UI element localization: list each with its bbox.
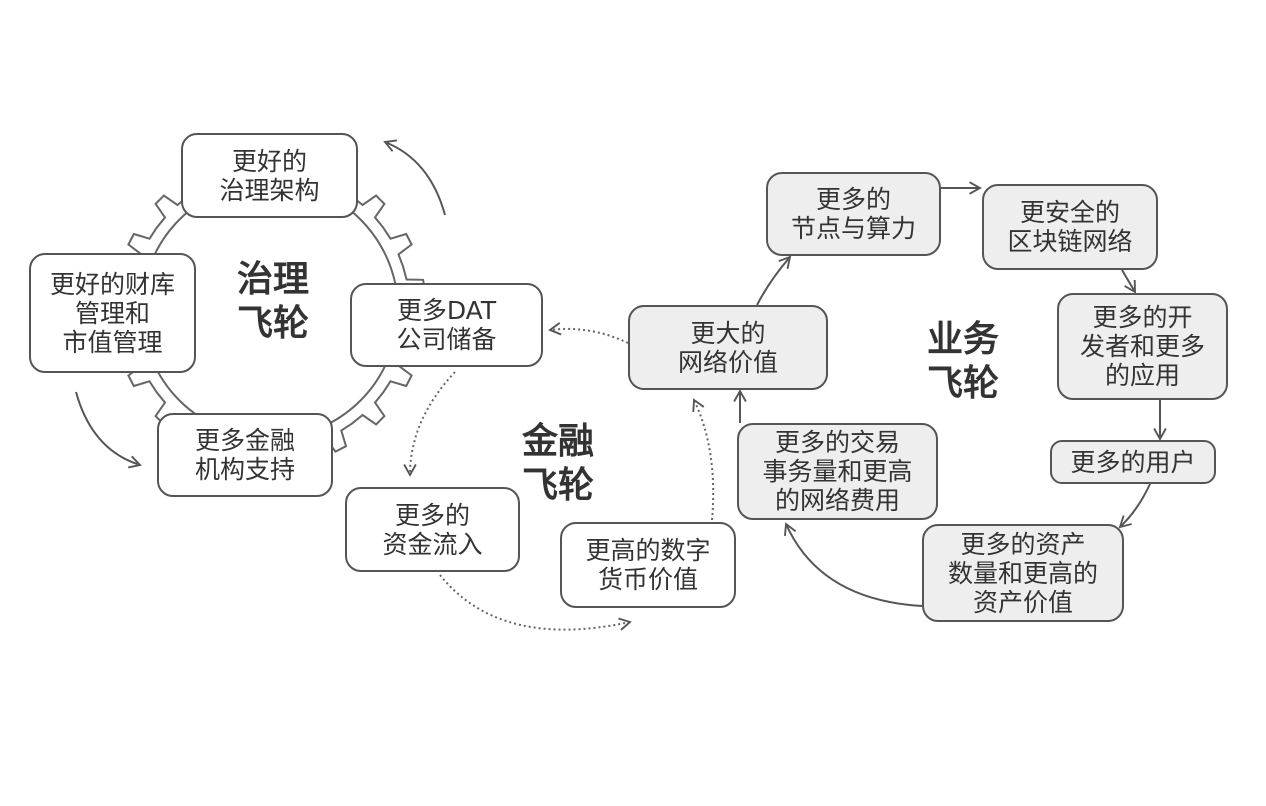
node-line: 节点与算力 (790, 214, 916, 243)
finance-arrow-capital-to-value (439, 574, 632, 631)
node-line: 更多的 (815, 185, 891, 214)
node-line: 更多DAT (396, 296, 497, 325)
node-line: 机构支持 (194, 455, 295, 484)
finance-arrow-value-to-network (692, 398, 715, 521)
node-line: 的应用 (1104, 361, 1180, 390)
finance-arrow-network-to-dat (548, 322, 629, 344)
node-line: 更好的 (231, 146, 307, 176)
node-more-institutional-support: 更多金融 机构支持 (157, 413, 333, 497)
node-line: 更好的财库 (49, 269, 175, 299)
node-line: 更安全的 (1019, 198, 1120, 227)
business-arrow-6 (784, 522, 923, 607)
node-line: 更多的 (394, 500, 470, 530)
node-greater-network-value: 更大的 网络价值 (628, 305, 828, 390)
node-line: 更大的 (690, 318, 766, 348)
node-line: 更高的数字 (585, 536, 711, 565)
node-more-users: 更多的用户 (1050, 440, 1216, 484)
node-line: 网络价值 (677, 347, 778, 377)
title-line: 飞轮 (236, 303, 309, 344)
governance-flywheel-title: 治理 飞轮 (230, 258, 316, 346)
finance-flywheel-title: 金融 飞轮 (515, 420, 601, 508)
node-line: 发者和更多 (1079, 332, 1205, 361)
business-arrow-5 (1118, 483, 1151, 529)
node-more-transactions-fees: 更多的交易 事务量和更高 的网络费用 (737, 423, 938, 520)
node-better-governance: 更好的 治理架构 (181, 133, 358, 218)
business-arrow-1 (756, 255, 792, 306)
node-line: 更多金融 (194, 426, 295, 455)
node-line: 治理架构 (219, 175, 320, 205)
node-more-developers-apps: 更多的开 发者和更多 的应用 (1057, 293, 1228, 400)
node-more-secure-blockchain: 更安全的 区块链网络 (982, 184, 1158, 270)
title-line: 飞轮 (521, 465, 594, 506)
node-line: 数量和更高的 (947, 558, 1098, 588)
node-more-nodes-compute: 更多的 节点与算力 (766, 172, 941, 256)
node-line: 更多的用户 (1070, 447, 1196, 477)
node-line: 的网络费用 (774, 486, 900, 515)
node-more-assets: 更多的资产 数量和更高的 资产价值 (922, 524, 1124, 622)
business-arrow-3 (1121, 269, 1136, 294)
node-line: 更多的开 (1092, 303, 1193, 332)
node-better-treasury: 更好的财库 管理和 市值管理 (29, 253, 196, 373)
node-line: 管理和 (74, 298, 150, 328)
node-line: 事务量和更高 (762, 457, 913, 486)
node-line: 资金流入 (382, 529, 483, 559)
title-line: 金融 (521, 421, 594, 462)
title-line: 飞轮 (926, 363, 999, 404)
node-higher-digital-currency-value: 更高的数字 货币价值 (560, 522, 736, 608)
node-more-capital-inflow: 更多的 资金流入 (345, 487, 520, 572)
business-flywheel-title: 业务 飞轮 (920, 318, 1006, 406)
node-line: 资产价值 (972, 587, 1073, 617)
node-more-dat-reserves: 更多DAT 公司储备 (350, 283, 543, 367)
node-line: 更多的交易 (774, 428, 900, 457)
title-line: 业务 (926, 319, 999, 360)
node-line: 公司储备 (396, 325, 497, 354)
governance-cycle-arrow-bottom (75, 391, 142, 469)
title-line: 治理 (236, 259, 309, 300)
node-line: 区块链网络 (1007, 227, 1133, 256)
node-line: 货币价值 (597, 565, 698, 594)
node-line: 市值管理 (62, 327, 163, 357)
node-line: 更多的资产 (960, 529, 1086, 559)
governance-cycle-arrow-top (383, 139, 446, 216)
finance-arrow-dat-to-capital (403, 371, 456, 477)
